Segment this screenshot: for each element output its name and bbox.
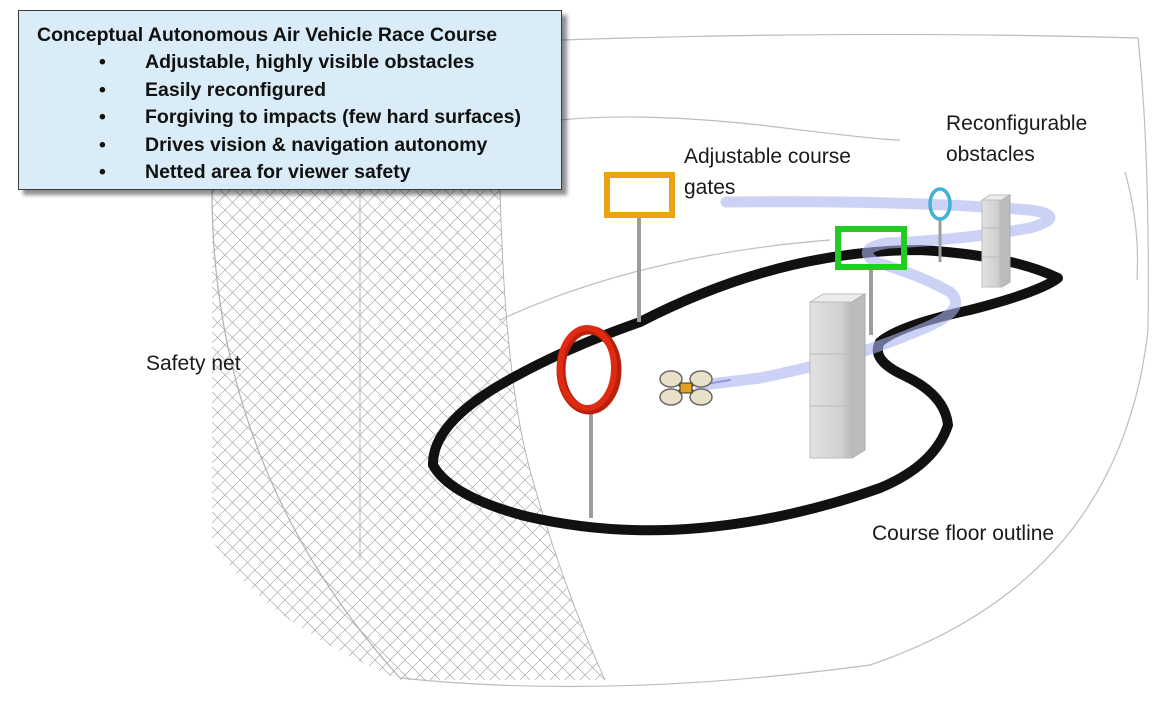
bullet-text: Adjustable, highly visible obstacles [145,51,475,73]
obstacles-label: Reconfigurable obstacles [946,108,1087,170]
bullet-glyph: • [99,78,106,101]
green-gate [835,226,907,335]
list-item: • Easily reconfigured [37,77,561,105]
obstacle-tower [808,293,867,459]
bullet-text: Drives vision & navigation autonomy [145,133,488,156]
info-box-title: Conceptual Autonomous Air Vehicle Race C… [37,24,498,46]
gates-label-line1: Adjustable course [684,145,851,168]
obstacles-label-line1: Reconfigurable [946,112,1088,135]
obstacles-label-line2: obstacles [946,143,1035,166]
bullet-text: Easily reconfigured [145,78,326,101]
orange-gate [604,172,675,322]
bullet-glyph: • [99,51,106,73]
quadcopter-icon [659,370,713,406]
obstacle-pillar [980,194,1012,288]
floor-outline-label: Course floor outline [872,522,1055,545]
bullet-glyph: • [99,161,106,183]
safety-net-mesh [211,189,606,681]
red-ring-gate [556,325,622,518]
list-item: • Netted area for viewer safety [37,159,561,187]
gates-label-line2: gates [684,176,736,199]
safety-net-label: Safety net [146,352,241,375]
blue-ring-gate [928,187,952,262]
list-item: • Forgiving to impacts (few hard surfaces… [37,104,561,132]
bullet-text: Netted area for viewer safety [145,161,411,183]
gates-label: Adjustable course gates [684,141,851,203]
bullet-glyph: • [99,106,106,128]
bullet-text: Forgiving to impacts (few hard surfaces) [145,106,521,128]
list-item: • Drives vision & navigation autonomy [37,132,561,160]
info-box-bullets: • Adjustable, highly visible obstacles • E… [37,49,561,187]
list-item: • Adjustable, highly visible obstacles [37,49,561,77]
info-box: Conceptual Autonomous Air Vehicle Race C… [18,10,562,190]
bullet-glyph: • [99,133,106,156]
